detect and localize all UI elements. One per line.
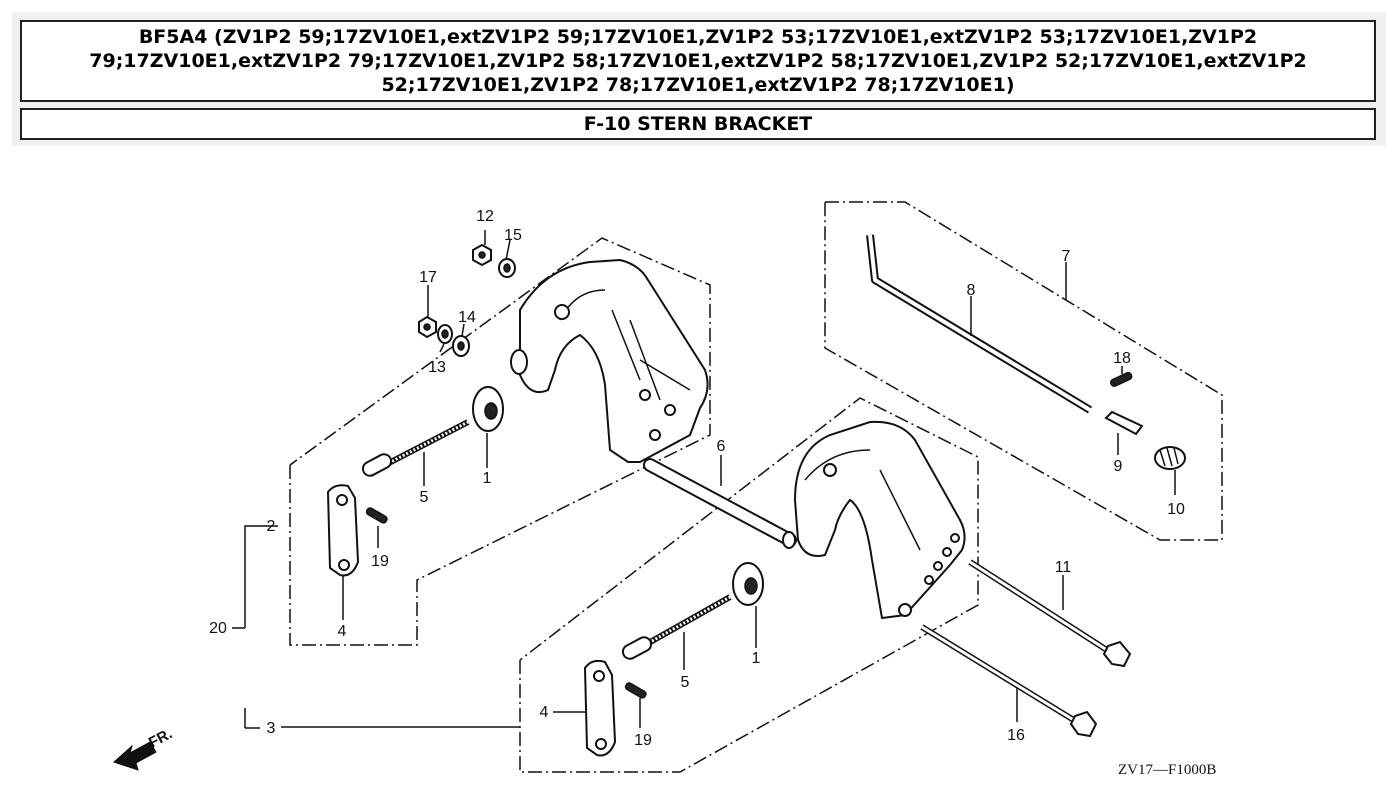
part-15-washer[interactable] — [498, 258, 516, 278]
header-panel: BF5A4 (ZV1P2 59;17ZV10E1,extZV1P2 59;17Z… — [12, 12, 1386, 146]
callout-12[interactable]: 12 — [476, 208, 494, 225]
section-title: F-10 STERN BRACKET — [20, 108, 1376, 140]
part-1-clamp-pad-upper[interactable] — [472, 386, 504, 432]
callout-2[interactable]: 2 — [267, 518, 276, 535]
callout-10[interactable]: 10 — [1167, 501, 1185, 518]
callout-5-upper[interactable]: 5 — [420, 489, 429, 506]
part-19-pin-lower[interactable] — [624, 682, 647, 699]
callout-5-lower[interactable]: 5 — [681, 674, 690, 691]
callout-19-upper[interactable]: 19 — [371, 553, 389, 570]
part-9-clip[interactable] — [1104, 410, 1144, 436]
callout-20[interactable]: 20 — [209, 620, 227, 637]
callout-14[interactable]: 14 — [458, 309, 476, 326]
part-12-nut[interactable] — [472, 243, 492, 267]
leader-13 — [439, 343, 445, 353]
callout-17[interactable]: 17 — [419, 269, 437, 286]
assembly-outline-right — [519, 397, 979, 773]
model-title: BF5A4 (ZV1P2 59;17ZV10E1,extZV1P2 59;17Z… — [20, 20, 1376, 102]
callout-1-lower[interactable]: 1 — [752, 650, 761, 667]
bracket-line-2 — [244, 525, 278, 628]
part-19-pin-upper[interactable] — [365, 507, 388, 524]
leader-15 — [505, 239, 511, 261]
drawing-code: ZV17—F1000B — [1118, 762, 1216, 778]
leader-14 — [461, 323, 465, 337]
part-5-clamp-screw-upper[interactable] — [360, 419, 470, 478]
part-4-handle-upper[interactable] — [326, 484, 360, 577]
parts-diagram: 12 15 17 14 13 1 5 19 4 2 20 3 6 7 8 18 … — [113, 201, 1223, 778]
callout-3[interactable]: 3 — [267, 720, 276, 737]
callout-1-upper[interactable]: 1 — [483, 470, 492, 487]
callout-4-upper[interactable]: 4 — [338, 623, 347, 640]
callout-9[interactable]: 9 — [1114, 458, 1123, 475]
callout-15[interactable]: 15 — [504, 227, 522, 244]
callout-6[interactable]: 6 — [717, 438, 726, 455]
callout-4-lower[interactable]: 4 — [540, 704, 549, 721]
part-10-spring[interactable] — [1154, 446, 1186, 470]
front-arrow-icon — [113, 741, 157, 771]
left-stern-bracket[interactable] — [510, 258, 709, 463]
assembly-outline-clamp — [824, 201, 1223, 541]
part-8-rod[interactable] — [866, 234, 1093, 414]
part-16-bolt[interactable] — [920, 624, 1098, 738]
part-14-washer[interactable] — [452, 335, 470, 357]
part-17-nut[interactable] — [418, 315, 437, 339]
part-1-clamp-pad-lower[interactable] — [732, 562, 764, 606]
part-4-handle-lower[interactable] — [583, 659, 617, 757]
callout-11[interactable]: 11 — [1055, 559, 1072, 576]
part-13-washer[interactable] — [437, 324, 453, 344]
right-stern-bracket[interactable] — [793, 420, 966, 620]
part-6-tube[interactable] — [643, 458, 797, 549]
assembly-outline-left — [289, 237, 711, 646]
callout-18[interactable]: 18 — [1113, 350, 1131, 367]
part-18-pin[interactable] — [1109, 371, 1133, 388]
callout-7[interactable]: 7 — [1062, 248, 1071, 265]
callout-19-lower[interactable]: 19 — [634, 732, 652, 749]
callout-16[interactable]: 16 — [1007, 727, 1025, 744]
callout-8[interactable]: 8 — [967, 282, 976, 299]
part-11-bolt[interactable] — [968, 559, 1132, 668]
callout-13[interactable]: 13 — [428, 359, 446, 376]
part-5-clamp-screw-lower[interactable] — [620, 594, 732, 661]
